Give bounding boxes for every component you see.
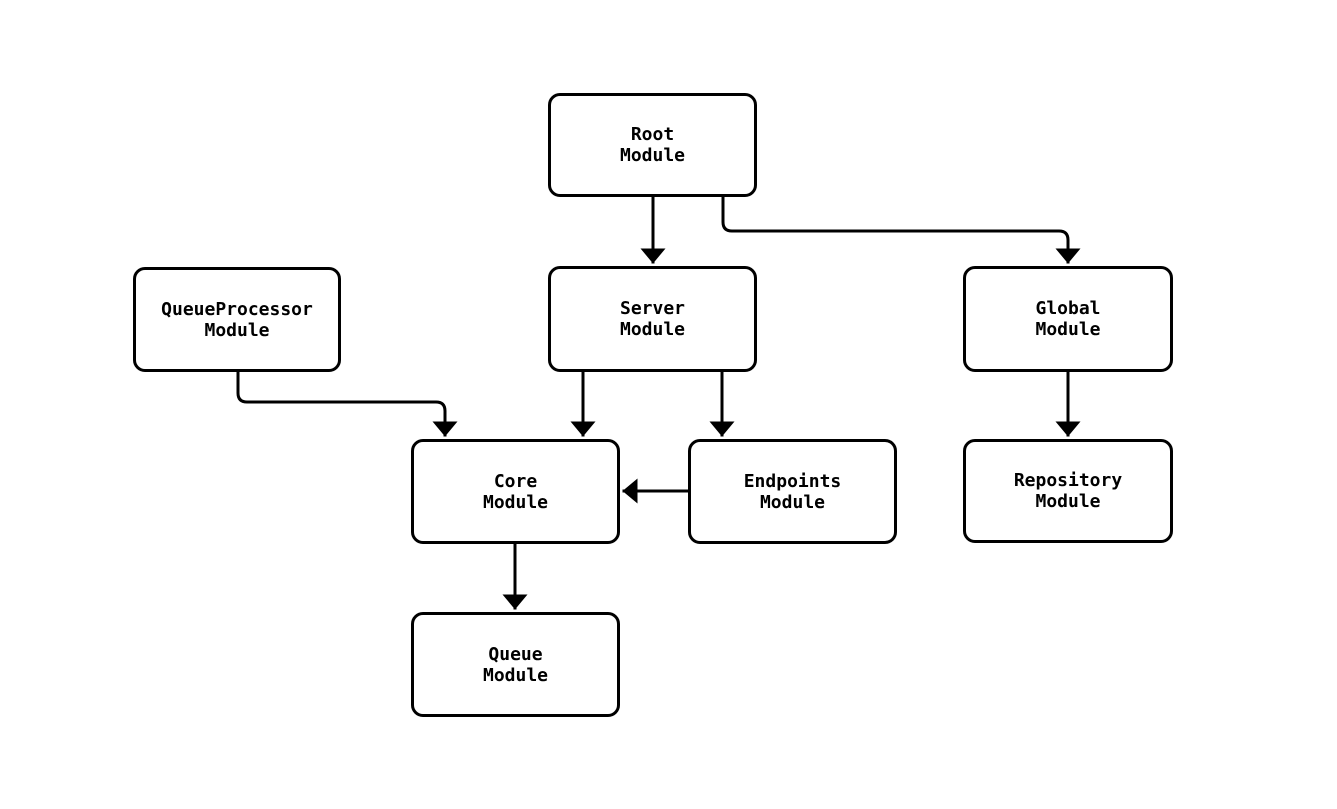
edge-queueprocessor-to-core [236,370,458,437]
node-label-root: Root Module [619,124,686,166]
node-queue: Queue Module [411,612,620,717]
node-label-core: Core Module [482,470,549,513]
node-label-repository: Repository Module [1013,470,1123,512]
node-repository: Repository Module [963,439,1173,543]
edge-root-to-global [721,195,1081,264]
node-label-endpoints: Endpoints Module [743,470,842,513]
node-label-server: Server Module [619,298,686,340]
node-global: Global Module [963,266,1173,372]
node-root: Root Module [548,93,757,197]
node-label-global: Global Module [1035,298,1101,340]
node-queueprocessor: QueueProcessor Module [133,267,341,372]
node-endpoints: Endpoints Module [688,439,897,544]
node-label-queue: Queue Module [482,643,549,686]
node-server: Server Module [548,266,757,372]
node-label-queueprocessor: QueueProcessor Module [161,298,313,341]
edges [236,195,1081,610]
node-core: Core Module [411,439,620,544]
